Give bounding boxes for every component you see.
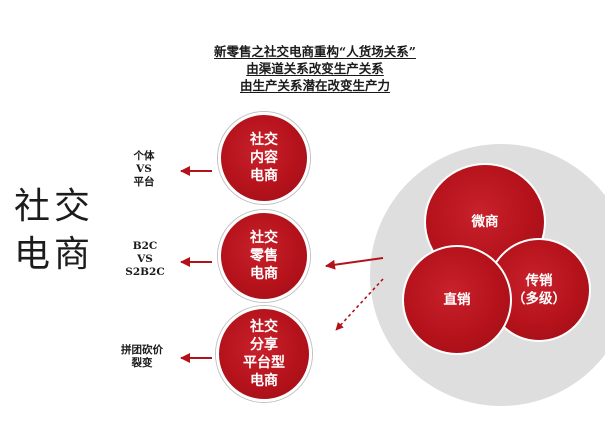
venn-label-weishang: 微商 bbox=[471, 214, 499, 230]
stack-circle-social-retail-text: 社交 零售 电商 bbox=[250, 230, 278, 282]
main-label-line-2: 电商 bbox=[14, 234, 95, 275]
main-label-line-1: 社交 bbox=[14, 186, 95, 227]
stack-circle-social-content-text: 社交 内容 电商 bbox=[250, 132, 278, 184]
title-line-1: 新零售之社交电商重构“人货场关系” bbox=[214, 44, 416, 59]
arrow-venn-to-social-retail bbox=[325, 257, 384, 270]
stack-circle-social-retail: 社交 零售 电商 bbox=[218, 210, 310, 302]
side-label-group-buying-text: 拼团砍价 裂变 bbox=[121, 344, 163, 369]
venn-circle-zhixiao: 直销 bbox=[402, 245, 512, 355]
side-label-b2c-vs-s2b2c: B2C VS S2B2C bbox=[114, 240, 176, 279]
venn-label-chuanxiao: 传销 （多级） bbox=[512, 273, 566, 307]
side-label-individual-vs-platform-text: 个体 VS 平台 bbox=[133, 150, 155, 188]
stack-circle-social-content: 社交 内容 电商 bbox=[218, 112, 310, 204]
venn-label-zhixiao: 直销 bbox=[443, 292, 471, 308]
side-label-individual-vs-platform: 个体 VS 平台 bbox=[116, 150, 172, 189]
title-line-3: 由生产关系潜在改变生产力 bbox=[239, 78, 390, 93]
arrow-venn-to-social-sharing-dotted bbox=[335, 278, 384, 331]
side-label-group-buying: 拼团砍价 裂变 bbox=[104, 344, 180, 370]
title-line-2: 由渠道关系改变生产关系 bbox=[246, 61, 384, 76]
stack-circle-social-sharing-text: 社交 分享 平台型 电商 bbox=[243, 319, 285, 389]
side-label-b2c-vs-s2b2c-text: B2C VS S2B2C bbox=[125, 240, 165, 278]
stack-circle-social-sharing: 社交 分享 平台型 电商 bbox=[216, 306, 312, 402]
